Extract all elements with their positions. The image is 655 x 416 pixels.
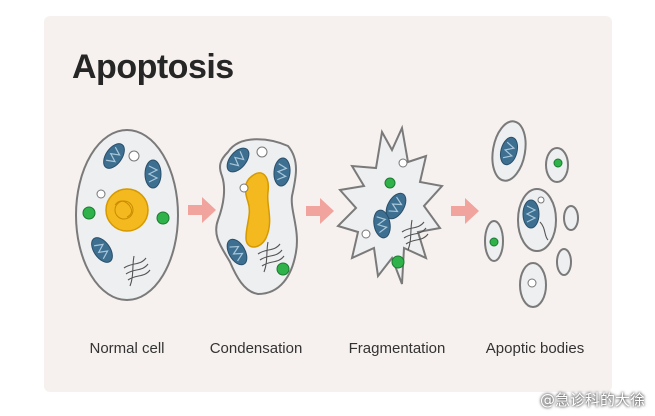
watermark: @急诊科的大徐 bbox=[519, 389, 645, 410]
stage-label-fragmentation: Fragmentation bbox=[348, 340, 446, 357]
diagram-title: Apoptosis bbox=[72, 48, 234, 86]
stage-label-condensation: Condensation bbox=[209, 340, 303, 357]
arrow-right-icon bbox=[451, 198, 479, 224]
apoptotic-bodies bbox=[484, 120, 579, 308]
fragmentation-cell bbox=[336, 124, 444, 285]
stage-label-normal-cell: Normal cell bbox=[89, 340, 165, 357]
arrow-right-icon bbox=[188, 197, 216, 223]
weibo-logo-icon bbox=[519, 394, 536, 407]
watermark-text: @急诊科的大徐 bbox=[539, 391, 645, 409]
nucleus-condensed bbox=[244, 172, 271, 248]
nucleus-normal bbox=[105, 188, 149, 232]
normal-cell bbox=[75, 129, 179, 301]
stage-label-apoptic-bodies: Apoptic bodies bbox=[485, 340, 585, 357]
condensation-cell bbox=[215, 138, 298, 296]
arrow-right-icon bbox=[306, 198, 334, 224]
